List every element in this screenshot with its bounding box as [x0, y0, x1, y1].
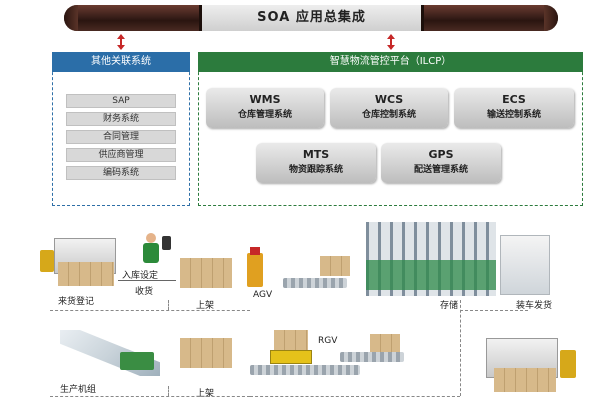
- system-item-sap: SAP: [66, 94, 176, 108]
- module-wms-code: WMS: [249, 93, 281, 106]
- outbound-conveyor-goods: [370, 334, 400, 352]
- system-item-supplier: 供应商管理: [66, 148, 176, 162]
- storage-to-dock-connector: [460, 310, 528, 311]
- handheld-scanner-icon: [162, 236, 171, 250]
- inbound-flow-line: [118, 280, 176, 281]
- rgv-rail: [250, 365, 360, 375]
- inbound-setting-label: 入库设定: [122, 271, 159, 281]
- rgv-label: RGV: [318, 336, 338, 346]
- other-systems-panel: [52, 52, 190, 206]
- storage-floor: [366, 260, 496, 290]
- agv-vehicle: [247, 253, 263, 287]
- receiving-label: 收货: [135, 287, 154, 297]
- row2-baseline: [50, 396, 250, 397]
- module-wcs-code: WCS: [374, 93, 404, 106]
- outbound-truck-cab: [560, 350, 576, 378]
- soa-bar-right-cap: [544, 5, 558, 31]
- shelving-label-1: 上架: [196, 301, 215, 311]
- module-gps-code: GPS: [428, 148, 454, 161]
- row2-divider: [168, 386, 169, 396]
- shelving-label-2: 上架: [196, 389, 215, 399]
- soa-title: SOA 应用总集成: [257, 10, 366, 25]
- module-gps-name: 配送管理系统: [413, 165, 468, 175]
- soa-to-other-systems-arrow: [117, 34, 125, 50]
- soa-bar-label-plate: [199, 5, 424, 31]
- module-wms-name: 仓库管理系统: [237, 110, 292, 120]
- produced-goods-stack: [180, 338, 232, 368]
- soa-to-ilcp-arrow: [387, 34, 395, 50]
- agv-light: [250, 247, 260, 255]
- storage-to-shipping-connector: [460, 300, 461, 396]
- storage-label: 存储: [440, 301, 459, 311]
- production-unit-label: 生产机组: [60, 385, 97, 395]
- outbound-goods-pallet: [494, 368, 556, 392]
- system-item-finance: 财务系统: [66, 112, 176, 126]
- module-mts-code: MTS: [302, 148, 330, 161]
- received-goods-stack: [180, 258, 232, 288]
- loading-shipping-label: 装车发货: [516, 301, 553, 311]
- module-mts-name: 物资跟踪系统: [288, 165, 343, 175]
- module-wms: WMS 仓库管理系统: [206, 88, 324, 128]
- system-item-coding: 编码系统: [66, 166, 176, 180]
- receiving-registration-label: 来货登记: [58, 297, 95, 307]
- module-ecs-code: ECS: [502, 93, 526, 106]
- rgv-goods: [274, 330, 308, 350]
- worker-head: [146, 233, 156, 243]
- conveyor-goods: [320, 256, 350, 276]
- production-machine: [120, 352, 154, 370]
- module-ecs-name: 输送控制系统: [486, 110, 541, 120]
- inbound-goods-pallet: [58, 262, 114, 286]
- module-wcs: WCS 仓库控制系统: [330, 88, 448, 128]
- soa-bar-left-cap: [64, 5, 78, 31]
- system-item-contract: 合同管理: [66, 130, 176, 144]
- module-gps: GPS 配送管理系统: [381, 143, 501, 183]
- soa-integration-bar: SOA 应用总集成: [64, 5, 558, 31]
- module-mts: MTS 物资跟踪系统: [256, 143, 376, 183]
- worker-body: [143, 243, 159, 263]
- ilcp-header: 智慧物流管控平台（ILCP）: [198, 52, 583, 72]
- outbound-conveyor: [340, 352, 404, 362]
- inbound-truck-cab: [40, 250, 54, 272]
- row2-return-connector: [250, 396, 460, 397]
- rgv-vehicle: [270, 350, 312, 364]
- shipping-dock: [500, 235, 550, 295]
- row1-baseline: [50, 310, 250, 311]
- agv-label: AGV: [253, 290, 273, 300]
- other-systems-header: 其他关联系统: [52, 52, 190, 72]
- module-ecs: ECS 输送控制系统: [454, 88, 574, 128]
- inbound-conveyor: [283, 278, 347, 288]
- row1-divider: [168, 300, 169, 310]
- module-wcs-name: 仓库控制系统: [361, 110, 416, 120]
